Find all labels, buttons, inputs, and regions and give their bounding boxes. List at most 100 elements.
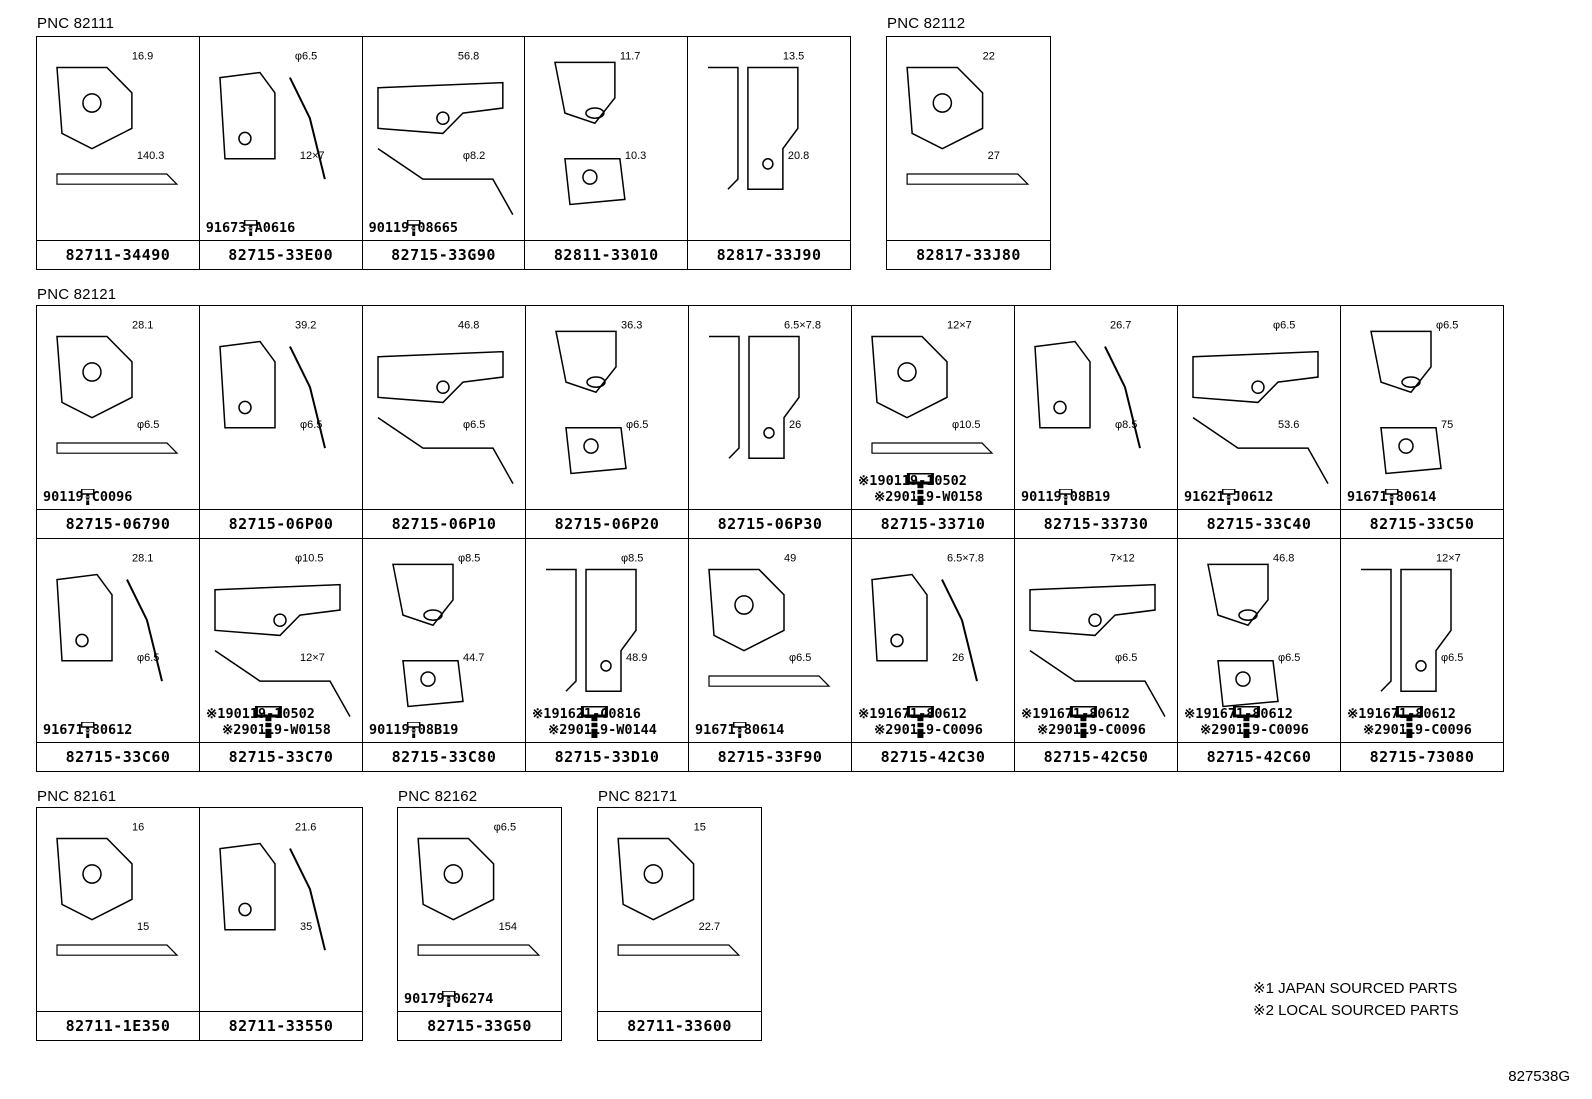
part-number[interactable]: 82715-33G90	[362, 240, 525, 269]
part-number[interactable]: 82715-73080	[1341, 742, 1503, 771]
part-82715-33G50-cell[interactable]: φ6.515490179-0627482715-33G50	[398, 808, 561, 1040]
hardware-number[interactable]: 91673-A0616	[206, 220, 295, 236]
hardware-number[interactable]: 91671-80614	[695, 722, 784, 738]
part-illustration: 21.635	[219, 821, 326, 951]
part-number[interactable]: 82715-42C60	[1178, 742, 1340, 771]
part-number[interactable]: 82715-42C50	[1015, 742, 1177, 771]
hardware-number[interactable]: ※191671-80612	[1021, 706, 1130, 738]
parts-row: 28.1φ6.590119-C009682715-0679039.2φ6.582…	[37, 306, 1503, 539]
hardware-number[interactable]: ※290119-C0096	[1363, 722, 1472, 738]
part-illustration: 28.1φ6.5	[56, 552, 163, 682]
hardware-number[interactable]: ※290119-W0158	[222, 722, 331, 738]
part-number[interactable]: 82715-33G50	[398, 1011, 561, 1040]
hardware-number[interactable]: ※290119-W0144	[548, 722, 657, 738]
part-number[interactable]: 82715-33C80	[363, 742, 525, 771]
part-82715-33730-cell[interactable]: 26.7φ8.590119-08B1982715-33730	[1015, 306, 1178, 538]
part-82715-33C40-cell[interactable]: φ6.553.691621-J061282715-33C40	[1178, 306, 1341, 538]
part-number[interactable]: 82715-06790	[37, 509, 199, 538]
part-number[interactable]: 82811-33010	[525, 240, 688, 269]
part-number[interactable]: 82715-33710	[852, 509, 1014, 538]
hardware-number[interactable]: ※290119-C0096	[1037, 722, 1146, 738]
part-number[interactable]: 82715-42C30	[852, 742, 1014, 771]
hardware-number[interactable]: 91621-J0612	[1184, 489, 1273, 505]
dimension-label: φ8.2	[462, 150, 484, 162]
part-number[interactable]: 82817-33J90	[688, 240, 850, 269]
part-number[interactable]: 82715-33C40	[1178, 509, 1340, 538]
part-number[interactable]: 82711-33550	[200, 1011, 362, 1040]
hardware-number[interactable]: 90119-08B19	[369, 722, 458, 738]
part-82715-33C60-cell[interactable]: 28.1φ6.5 91671-80612 82715-33C60	[37, 539, 200, 771]
part-number[interactable]: 82817-33J80	[887, 240, 1050, 269]
hardware-number[interactable]: ※191621-G0816	[532, 706, 641, 738]
hardware-number[interactable]: 91671-80612	[43, 722, 132, 738]
part-82715-33G90-cell[interactable]: 56.8φ8.290119-0866582715-33G90	[362, 37, 526, 269]
part-number[interactable]: 82715-33F90	[689, 742, 851, 771]
part-number[interactable]: 82711-33600	[598, 1011, 761, 1040]
part-number[interactable]: 82715-33C60	[37, 742, 199, 771]
hardware-number[interactable]: ※290119-C0096	[1200, 722, 1309, 738]
dimension-label: φ10.5	[295, 552, 324, 564]
part-82715-33C80-cell[interactable]: φ8.544.790119-08B1982715-33C80	[363, 539, 526, 771]
pnc-82161-label: PNC 82161	[37, 788, 117, 805]
dimension-label: φ6.5	[1278, 652, 1300, 664]
dimension-label: φ6.5	[137, 652, 159, 664]
dimension-label: 27	[988, 150, 1000, 162]
hardware-number[interactable]: ※190119-10502	[858, 473, 967, 505]
dimension-label: φ6.5	[626, 419, 648, 431]
part-illustration: 36.3 φ6.5	[555, 319, 648, 475]
hardware-number[interactable]: ※191671-80612	[1184, 706, 1293, 738]
dimension-label: 36.3	[621, 319, 642, 331]
part-drawing: 36.3 φ6.5	[526, 306, 688, 509]
part-number[interactable]: 82711-34490	[37, 240, 199, 269]
part-82715-33E00-cell[interactable]: φ6.512×791673-A061682715-33E00	[199, 37, 363, 269]
dimension-label: 6.5×7.8	[784, 319, 821, 331]
hardware-number[interactable]: 90119-C0096	[43, 489, 132, 505]
hardware-number[interactable]: ※190119-10502	[206, 706, 315, 738]
hardware-number[interactable]: ※191671-80612	[858, 706, 967, 738]
part-number[interactable]: 82715-33D10	[526, 742, 688, 771]
hardware-number[interactable]: ※290119-W0158	[874, 489, 983, 505]
part-number[interactable]: 82715-06P30	[689, 509, 851, 538]
part-number[interactable]: 82715-33E00	[199, 240, 362, 269]
dimension-label: 154	[499, 921, 517, 933]
part-82715-33C50-cell[interactable]: φ6.57591671-8061482715-33C50	[1341, 306, 1503, 538]
hardware-number[interactable]: 91671-80614	[1347, 489, 1436, 505]
part-82715-06P20-cell[interactable]: 36.3 φ6.5 82715-06P20	[526, 306, 689, 538]
hardware-number[interactable]: ※290119-C0096	[874, 722, 983, 738]
part-illustration: φ10.512×7	[214, 552, 351, 718]
part-number[interactable]: 82715-33C50	[1341, 509, 1503, 538]
hardware-number[interactable]: ※191671-80612	[1347, 706, 1456, 738]
hardware-number[interactable]: 90179-06274	[404, 991, 493, 1007]
hardware-number[interactable]: 90119-08665	[369, 220, 458, 236]
part-number[interactable]: 82715-33730	[1015, 509, 1177, 538]
part-number[interactable]: 82715-06P10	[363, 509, 525, 538]
hardware-number[interactable]: 90119-08B19	[1021, 489, 1110, 505]
grid-82121: 28.1φ6.5 90119-C0096 82715-0679039.2φ6.582…	[36, 305, 1504, 772]
part-number[interactable]: 82715-33C70	[200, 742, 362, 771]
part-number[interactable]: 82715-06P20	[526, 509, 688, 538]
part-number[interactable]: 82711-1E350	[37, 1011, 199, 1040]
part-number[interactable]: 82715-06P00	[200, 509, 362, 538]
